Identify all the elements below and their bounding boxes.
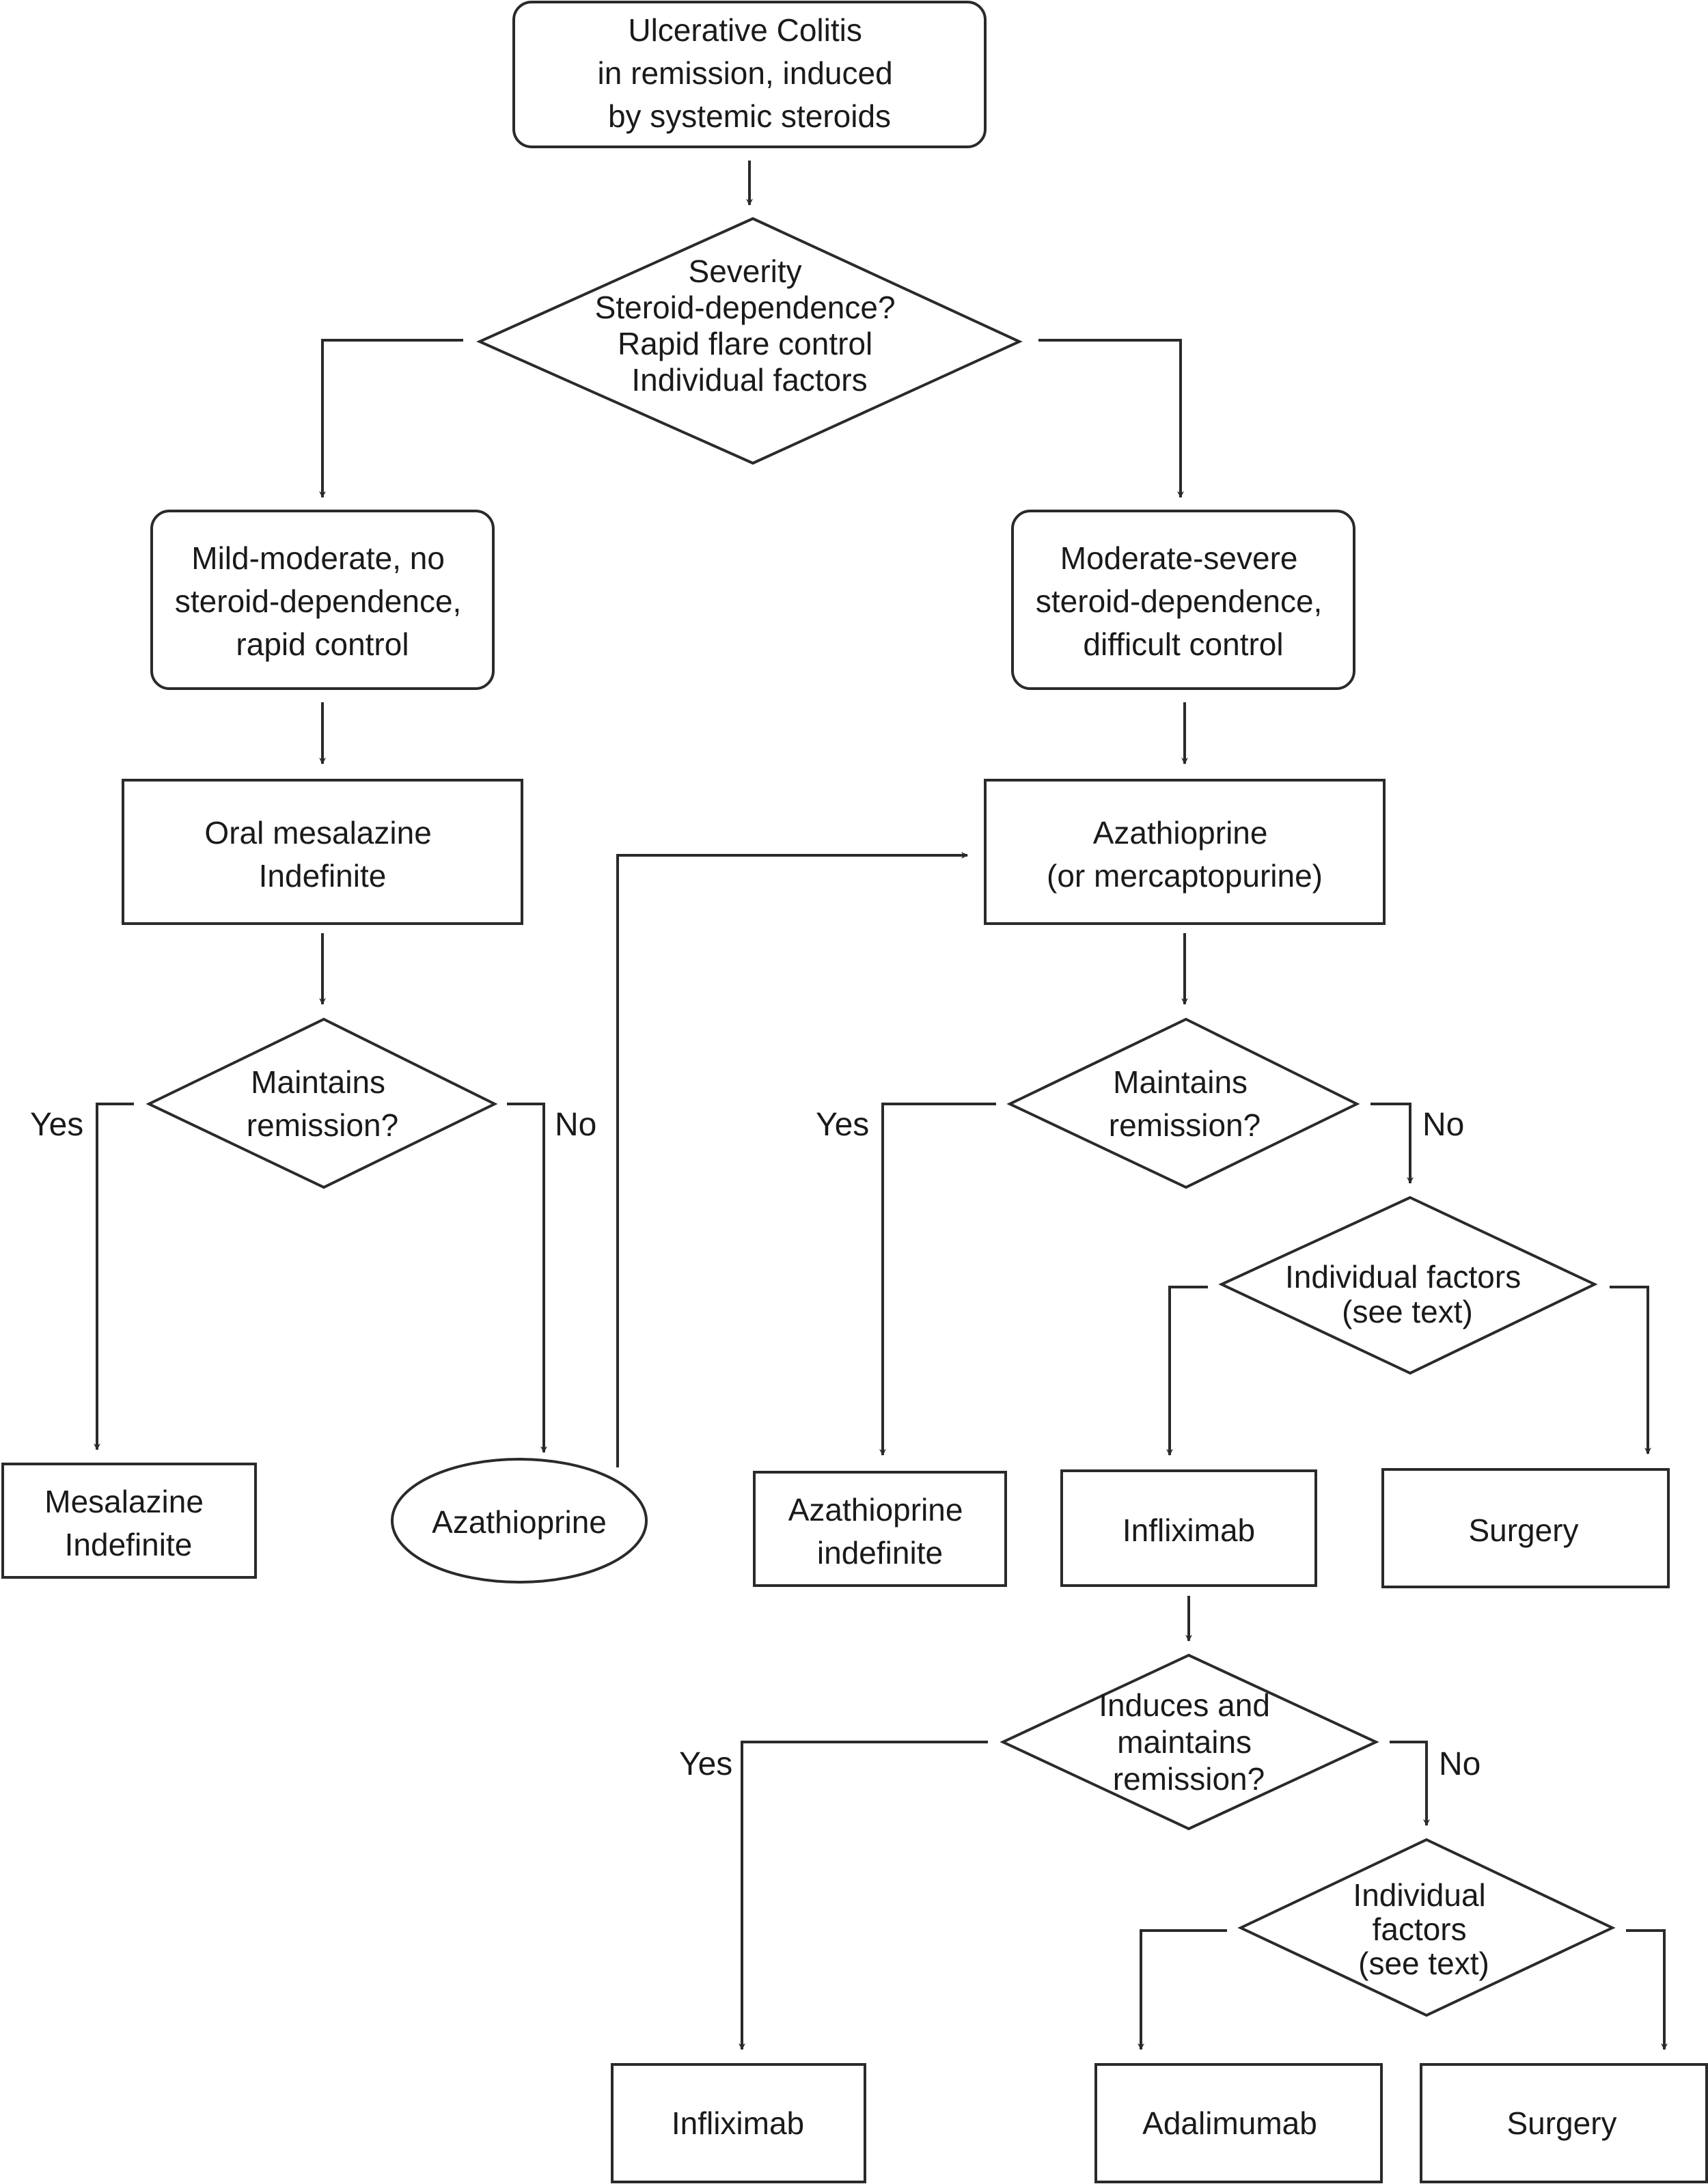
- edge-label-left-no: No: [555, 1107, 596, 1143]
- node-maintains-right: [1006, 1017, 1360, 1189]
- node-surgery-2-text: Surgery: [1506, 2105, 1616, 2141]
- node-aza-indef: [753, 1471, 1007, 1587]
- node-induces-text: Induces and maintains remission?: [1099, 1687, 1278, 1797]
- node-surgery-1-text: Surgery: [1468, 1512, 1578, 1548]
- node-surgery-1: [1381, 1468, 1670, 1588]
- node-oral-mesalazine-text: Oral mesalazine Indefinite: [204, 815, 440, 894]
- edge-label-bottom-yes: Yes: [679, 1746, 732, 1782]
- node-mesalazine-indef-text: Mesalazine Indefinite: [44, 1484, 212, 1562]
- node-infliximab-1-text: Infliximab: [1122, 1512, 1255, 1548]
- node-infliximab-2-text: Infliximab: [672, 2105, 804, 2141]
- node-induces: [1000, 1653, 1379, 1831]
- arrow-right-no: [1370, 1103, 1414, 1184]
- node-individual-2: [1237, 1838, 1616, 2017]
- node-aza-mercapto-text: Azathioprine (or mercaptopurine): [1047, 815, 1323, 894]
- node-aza-mercapto: [984, 779, 1386, 925]
- arrow-ind2-to-adalimumab: [1138, 1929, 1227, 2050]
- edge-label-left-yes: Yes: [30, 1107, 83, 1143]
- node-maintains-right-text: Maintains remission?: [1109, 1064, 1261, 1143]
- node-azathioprine-oval-text: Azathioprine: [432, 1504, 607, 1540]
- node-mesalazine-indef: [1, 1463, 257, 1579]
- node-start: [512, 1, 987, 148]
- arrow-bottom-no: [1390, 1741, 1430, 1826]
- node-severity: [476, 217, 1023, 465]
- arrow-oval-to-aza: [616, 852, 968, 1467]
- node-maintains-left-text: Maintains remission?: [247, 1064, 398, 1143]
- edge-label-right-yes: Yes: [816, 1107, 869, 1143]
- arrow-left-yes: [94, 1103, 134, 1450]
- arrow-bottom-yes: [739, 1741, 988, 2050]
- node-moderate-text: Moderate-severe steroid-dependence, diff…: [1036, 540, 1331, 662]
- node-adalimumab-text: Adalimumab: [1142, 2105, 1317, 2141]
- node-individual-1-text: Individual factors (see text): [1285, 1259, 1530, 1329]
- node-individual-1: [1218, 1195, 1598, 1375]
- node-mild: [150, 510, 495, 690]
- node-moderate: [1011, 510, 1355, 690]
- arrow-right-yes: [879, 1103, 996, 1456]
- node-infliximab-2: [611, 2063, 866, 2183]
- node-start-text: Ulcerative Colitis in remission, induced…: [598, 12, 902, 134]
- node-adalimumab: [1094, 2063, 1383, 2183]
- edge-label-bottom-no: No: [1439, 1746, 1480, 1782]
- node-individual-2-text: Individual factors (see text): [1353, 1877, 1494, 1981]
- node-severity-text: Severity Steroid-dependence? Rapid flare…: [595, 253, 905, 398]
- node-oral-mesalazine: [122, 779, 523, 925]
- node-mild-text: Mild-moderate, no steroid-dependence, ra…: [175, 540, 470, 662]
- node-azathioprine-oval: [391, 1458, 648, 1584]
- node-aza-indef-text: Azathioprine indefinite: [788, 1492, 972, 1571]
- arrow-ind1-to-surgery: [1610, 1286, 1651, 1454]
- edge-label-right-no: No: [1422, 1107, 1464, 1143]
- arrow-ind2-to-surgery: [1626, 1929, 1668, 2050]
- node-infliximab-1: [1060, 1469, 1317, 1587]
- arrow-ind1-to-infliximab: [1166, 1286, 1208, 1456]
- arrow-left-no: [507, 1103, 547, 1453]
- node-maintains-left: [146, 1017, 498, 1189]
- node-surgery-2: [1420, 2063, 1708, 2183]
- arrow-severity-to-moderate: [1038, 339, 1184, 498]
- arrow-severity-to-mild: [319, 339, 463, 498]
